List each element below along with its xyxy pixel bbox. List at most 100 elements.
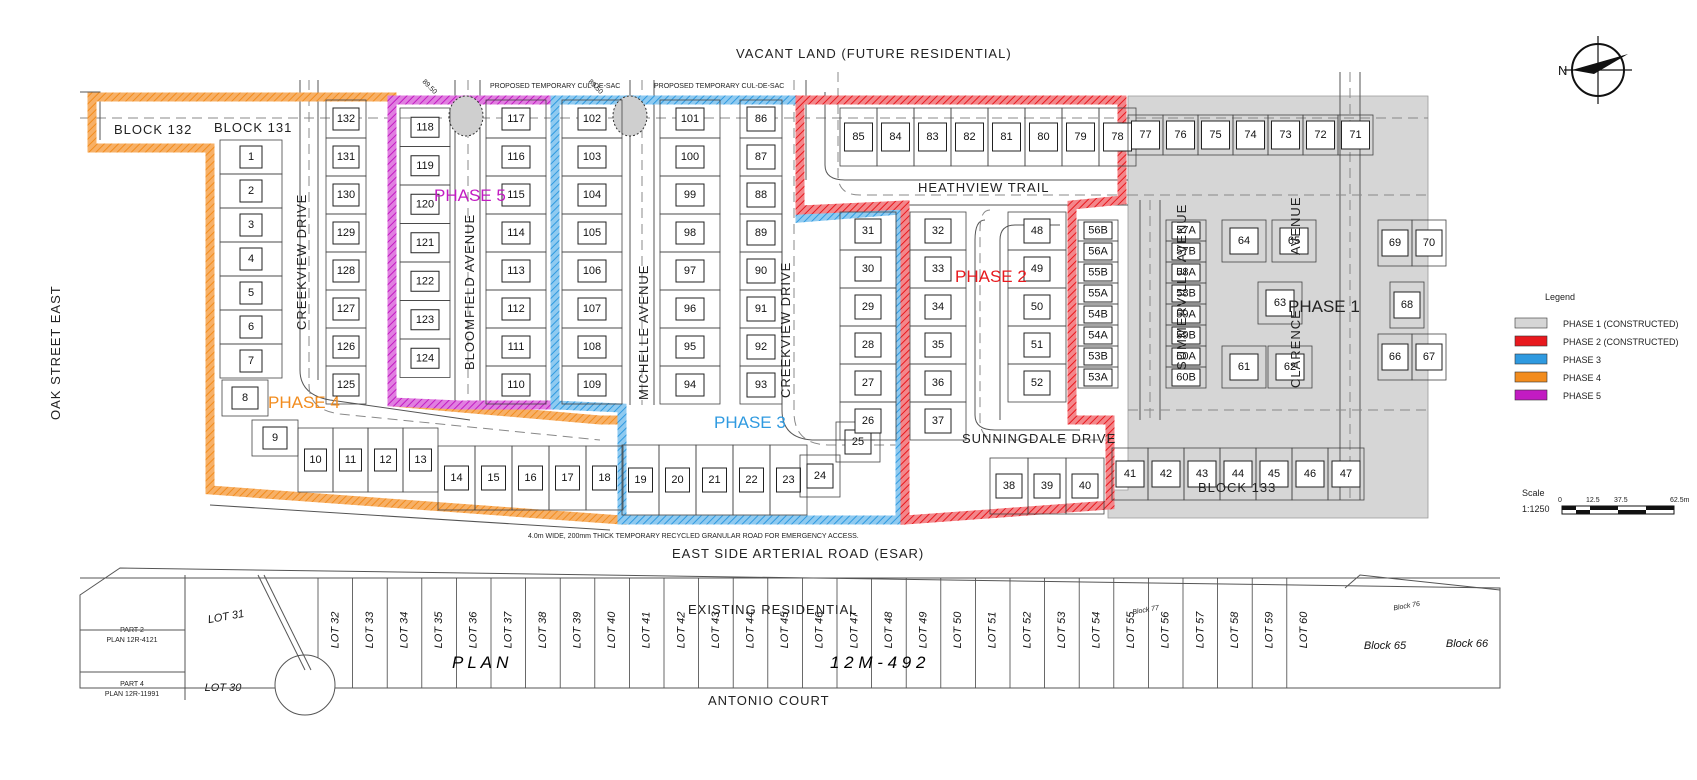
block-76-label: Block 76 <box>1393 601 1421 613</box>
lot-number: 54A <box>1088 330 1108 342</box>
house-footprint <box>1023 218 1051 244</box>
house-footprint <box>239 281 263 305</box>
lot-parcel: 3 <box>219 207 283 243</box>
lot-parcel: 84 <box>876 107 915 167</box>
house-footprint <box>854 218 882 244</box>
lot-number: 109 <box>583 379 601 391</box>
legend-swatch <box>1514 335 1548 347</box>
existing-lot-label: LOT 52 <box>1021 612 1033 649</box>
house-footprint <box>924 256 952 282</box>
house-footprint <box>577 107 607 131</box>
house-footprint <box>577 183 607 207</box>
house-footprint <box>577 335 607 359</box>
lot-parcel: 46 <box>1291 447 1329 501</box>
lot-number: 13 <box>414 454 426 466</box>
lot-parcel: 51 <box>1007 325 1067 365</box>
lot-parcel: 29 <box>839 287 897 327</box>
house-footprint <box>501 259 531 283</box>
lot-number: 10 <box>309 454 321 466</box>
lot-parcel: 26 <box>839 401 897 441</box>
lot-number: 38 <box>1003 480 1015 492</box>
lot-number: 88 <box>755 189 767 201</box>
lot-line <box>1337 114 1374 156</box>
lot-line <box>399 338 451 378</box>
lot-number: 36 <box>932 377 944 389</box>
house-footprint <box>501 221 531 245</box>
house-footprint <box>1171 347 1201 366</box>
lot-parcel: 34 <box>909 287 967 327</box>
lot-parcel: 78 <box>1098 107 1137 167</box>
lot-parcel: 23 <box>769 444 808 516</box>
house-footprint <box>854 294 882 320</box>
house-footprint <box>1415 229 1443 257</box>
house-footprint <box>239 213 263 237</box>
lot-number: 71 <box>1349 129 1361 141</box>
north-arrow-icon: N <box>1558 36 1632 104</box>
lot-number: 87 <box>755 151 767 163</box>
block-65-label: Block 65 <box>1364 640 1407 652</box>
lot-parcel: 61 <box>1221 345 1267 389</box>
lot-parcel: 76 <box>1162 114 1199 156</box>
existing-lot-label: LOT 35 <box>433 611 445 649</box>
house-footprint <box>1171 242 1201 261</box>
heathview-trail-label: HEATHVIEW TRAIL <box>918 180 1050 195</box>
house-footprint <box>1223 460 1253 488</box>
lot-parcel: 108 <box>561 327 623 367</box>
lot-parcel: 113 <box>485 251 547 291</box>
lot-line <box>219 343 283 379</box>
lot-parcel: 107 <box>561 289 623 329</box>
lot-number: 118 <box>416 121 434 133</box>
lot-number: 97 <box>684 265 696 277</box>
existing-lot-label: LOT 53 <box>1056 611 1068 649</box>
house-footprint <box>844 122 873 152</box>
house-footprint <box>239 315 263 339</box>
lot-number: 49 <box>1031 263 1043 275</box>
house-footprint <box>665 467 690 493</box>
lot-parcel: 63 <box>1257 281 1303 325</box>
lot-number: 92 <box>755 341 767 353</box>
house-footprint <box>1415 343 1443 371</box>
lot-parcel: 117 <box>485 99 547 139</box>
lot-number: 44 <box>1232 468 1244 480</box>
lot-number: 9 <box>272 432 278 444</box>
lot-line <box>1221 345 1267 389</box>
lot-number: 57B <box>1176 246 1196 258</box>
house-footprint <box>1083 347 1113 366</box>
part-2-plan-label: PLAN 12R-4121 <box>107 637 158 644</box>
house-footprint <box>1023 332 1051 358</box>
lot-number: 14 <box>450 472 462 484</box>
existing-lot-label: LOT 38 <box>537 611 549 649</box>
house-footprint <box>924 332 952 358</box>
existing-lot-label: LOT 41 <box>641 612 653 649</box>
lot-parcel: 48 <box>1007 211 1067 251</box>
house-footprint <box>918 122 947 152</box>
lot-number: 75 <box>1209 129 1221 141</box>
house-footprint <box>1271 120 1300 150</box>
plan-label: P L A N <box>452 653 509 672</box>
lot-parcel: 125 <box>325 365 367 405</box>
lot-number: 7 <box>248 355 254 367</box>
phase-label: PHASE 5 <box>434 186 506 205</box>
existing-lot-label: LOT 47 <box>848 611 860 649</box>
legend-swatch <box>1514 389 1548 401</box>
house-footprint <box>410 155 440 177</box>
phase2-boundary <box>795 95 1127 525</box>
house-footprint <box>746 334 776 360</box>
lot-parcel: 106 <box>561 251 623 291</box>
lot-number: 18 <box>598 472 610 484</box>
lot-line <box>221 379 269 417</box>
lot-parcel: 13 <box>402 427 439 493</box>
house-footprint <box>501 107 531 131</box>
lot-number: 128 <box>337 265 355 277</box>
lot-parcel: 109 <box>561 365 623 405</box>
house-footprint <box>239 179 263 203</box>
lot-parcel: 93 <box>739 365 783 405</box>
lot-line <box>325 365 367 405</box>
legend-item-label: PHASE 5 <box>1563 391 1601 401</box>
lot-number: 77 <box>1139 129 1151 141</box>
legend-swatch <box>1514 371 1548 383</box>
lot-parcel: 55A <box>1077 282 1119 305</box>
house-footprint <box>1229 353 1259 381</box>
phase-label: PHASE 2 <box>955 267 1027 286</box>
lot-parcel: 56A <box>1077 240 1119 263</box>
